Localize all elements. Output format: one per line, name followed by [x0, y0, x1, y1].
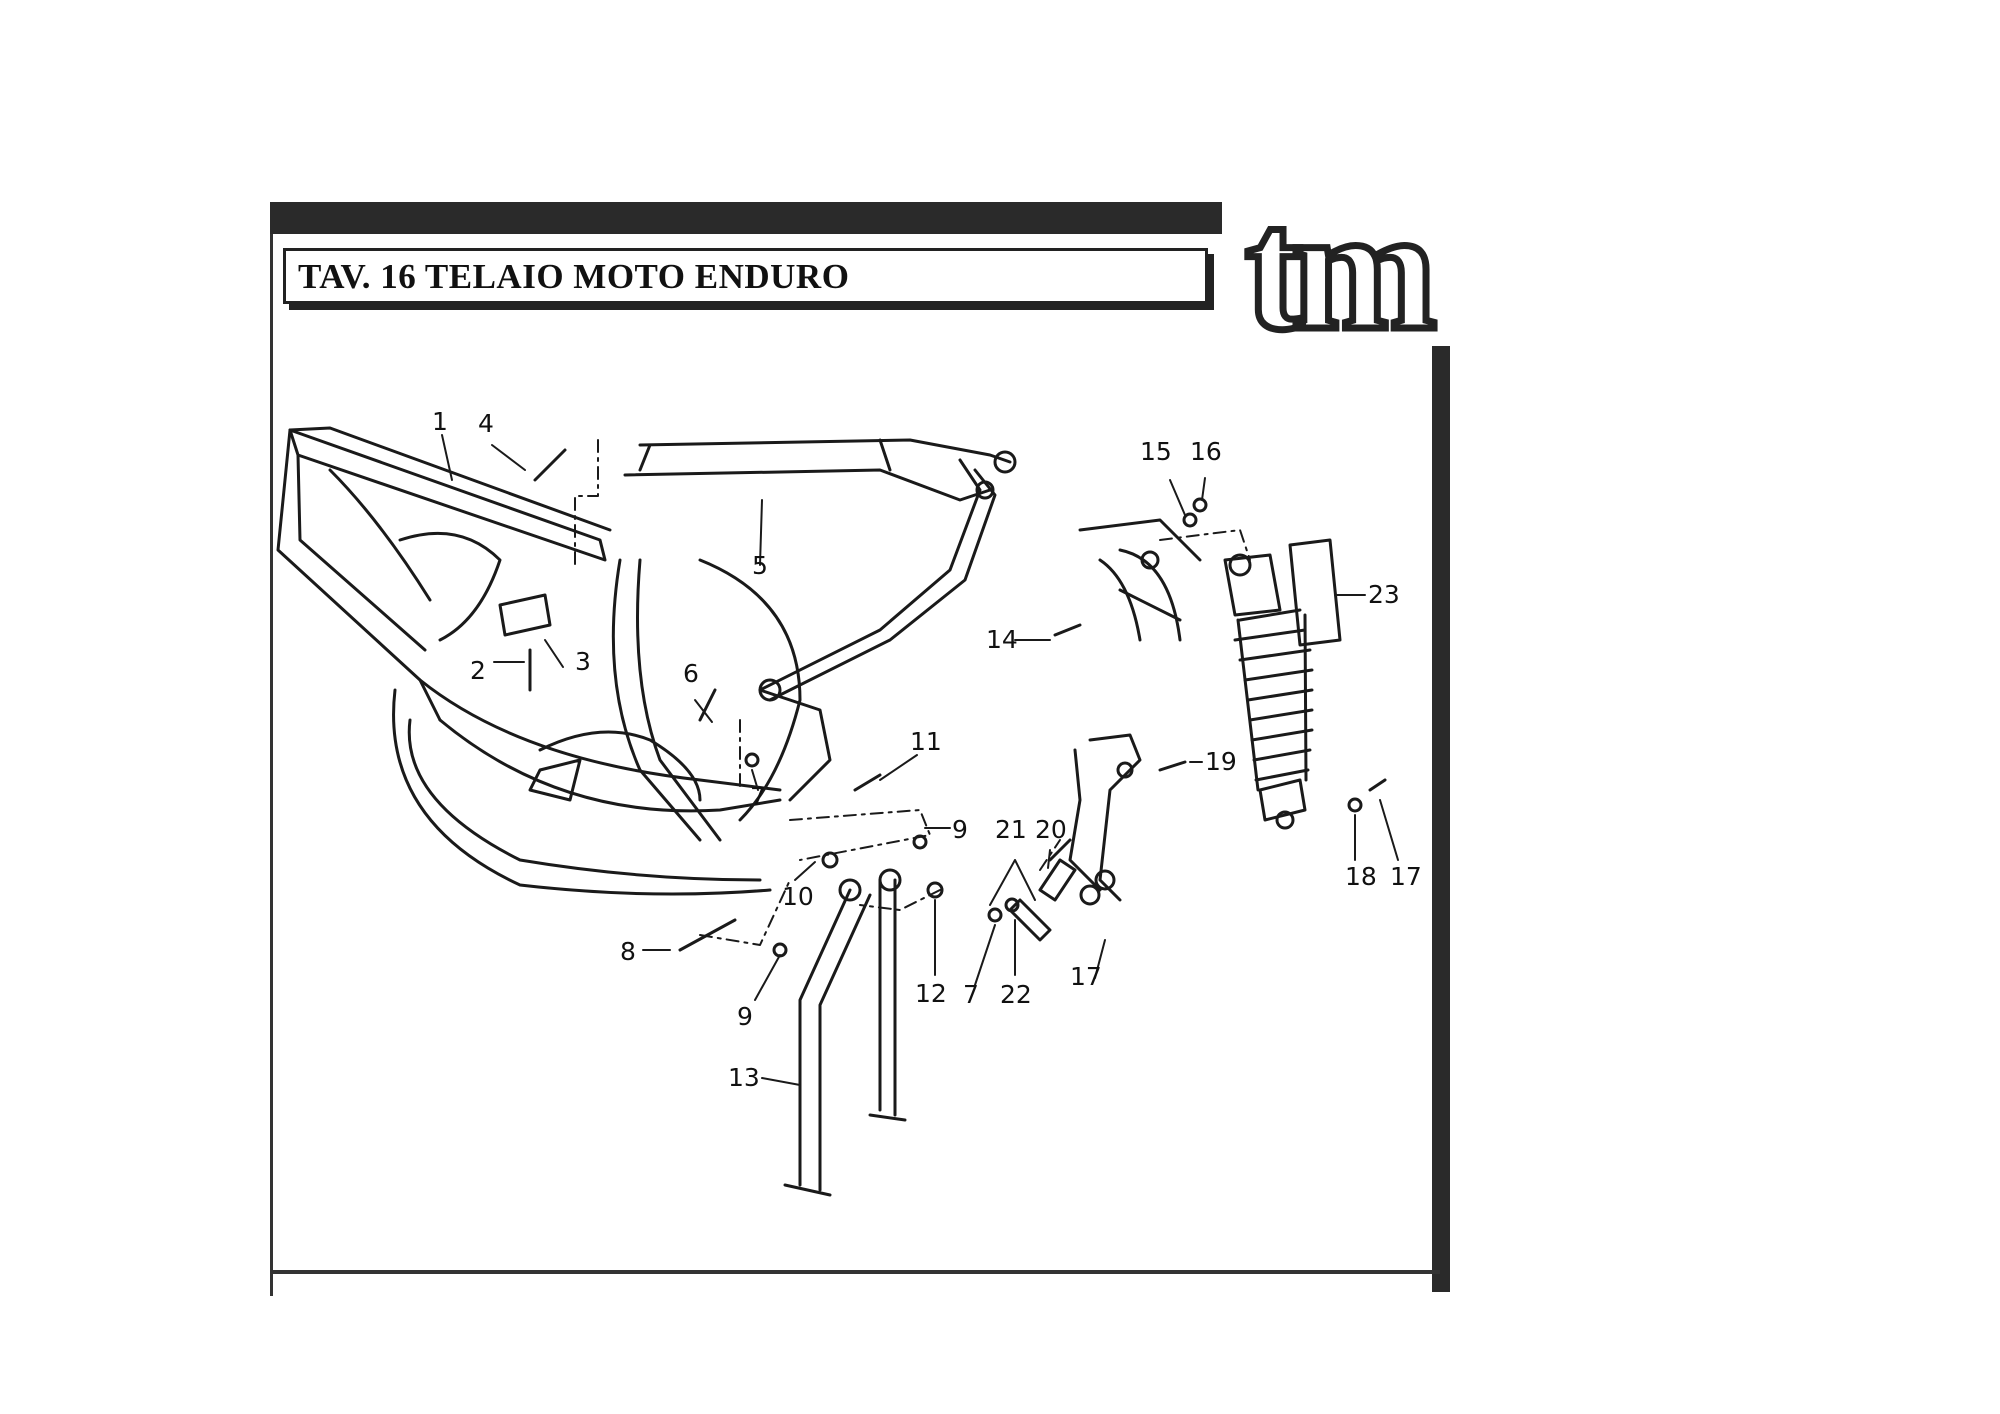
leader-lines [441, 434, 1399, 1086]
callout-17b: 17 [1070, 962, 1102, 991]
washer-16 [1192, 497, 1208, 513]
page-title: TAV. 16 TELAIO MOTO ENDURO [298, 257, 850, 296]
bolt-14 [1053, 623, 1082, 637]
callout-7b: 7 [963, 980, 979, 1009]
shock-upper-mount [1078, 518, 1202, 642]
washer-22 [1004, 897, 1020, 913]
callout-6: 6 [683, 659, 699, 688]
tm-logo: tm [1242, 200, 1450, 350]
nut-18 [1347, 797, 1363, 813]
callout-19: 19 [1205, 747, 1237, 776]
nut-7b [987, 907, 1003, 923]
rubber-block [498, 593, 552, 637]
bolt-4 [533, 448, 567, 482]
rear-subframe [623, 438, 1017, 702]
left-border-line [270, 234, 273, 1296]
callout-17a: 17 [1390, 862, 1422, 891]
title-box: TAV. 16 TELAIO MOTO ENDURO [283, 248, 1208, 304]
assembly-lines [574, 439, 1251, 946]
bushing-10 [821, 851, 839, 869]
bolt-19 [1158, 760, 1187, 772]
callout-15: 15 [1140, 437, 1172, 466]
callout-9a: 9 [952, 815, 968, 844]
callout-21: 21 [995, 815, 1027, 844]
callout-20: 20 [1035, 815, 1067, 844]
main-frame [276, 426, 832, 896]
header-bar [270, 202, 1222, 234]
callout-23: 23 [1368, 580, 1400, 609]
callout-16: 16 [1190, 437, 1222, 466]
spring-12 [926, 881, 944, 899]
shock-absorber [1223, 538, 1342, 830]
hardware-parts [498, 448, 1387, 958]
callout-10: 10 [782, 882, 814, 911]
centre-stand [783, 868, 907, 1197]
callout-8: 8 [620, 937, 636, 966]
nut-7a [744, 752, 760, 768]
right-border-bar [1432, 346, 1450, 1292]
callout-13: 13 [728, 1063, 760, 1092]
bolt-6 [698, 688, 717, 722]
bolt-8 [678, 918, 737, 952]
callout-4: 4 [478, 409, 494, 438]
callout-22: 22 [1000, 980, 1032, 1009]
callout-18: 18 [1345, 862, 1377, 891]
callout-9b: 9 [737, 1002, 753, 1031]
callout-7a: 7 [750, 782, 766, 811]
bolt-17 [1368, 778, 1387, 792]
callout-14: 14 [986, 625, 1018, 654]
nut-15 [1182, 512, 1198, 528]
callout-5: 5 [752, 551, 768, 580]
bolt-11 [853, 773, 882, 792]
callout-2: 2 [470, 656, 486, 685]
bolt-20 [1048, 838, 1072, 862]
callout-12: 12 [915, 979, 947, 1008]
callout-3: 3 [575, 647, 591, 676]
callout-1: 1 [432, 407, 448, 436]
callout-11: 11 [910, 727, 942, 756]
bottom-border-line [270, 1270, 1440, 1274]
logo-lettering: tm [1245, 200, 1434, 350]
footpeg-bracket [1008, 733, 1142, 942]
callout-labels: 1 2 3 4 5 6 7 7 8 9 9 10 11 12 13 14 15 … [432, 407, 1422, 1092]
